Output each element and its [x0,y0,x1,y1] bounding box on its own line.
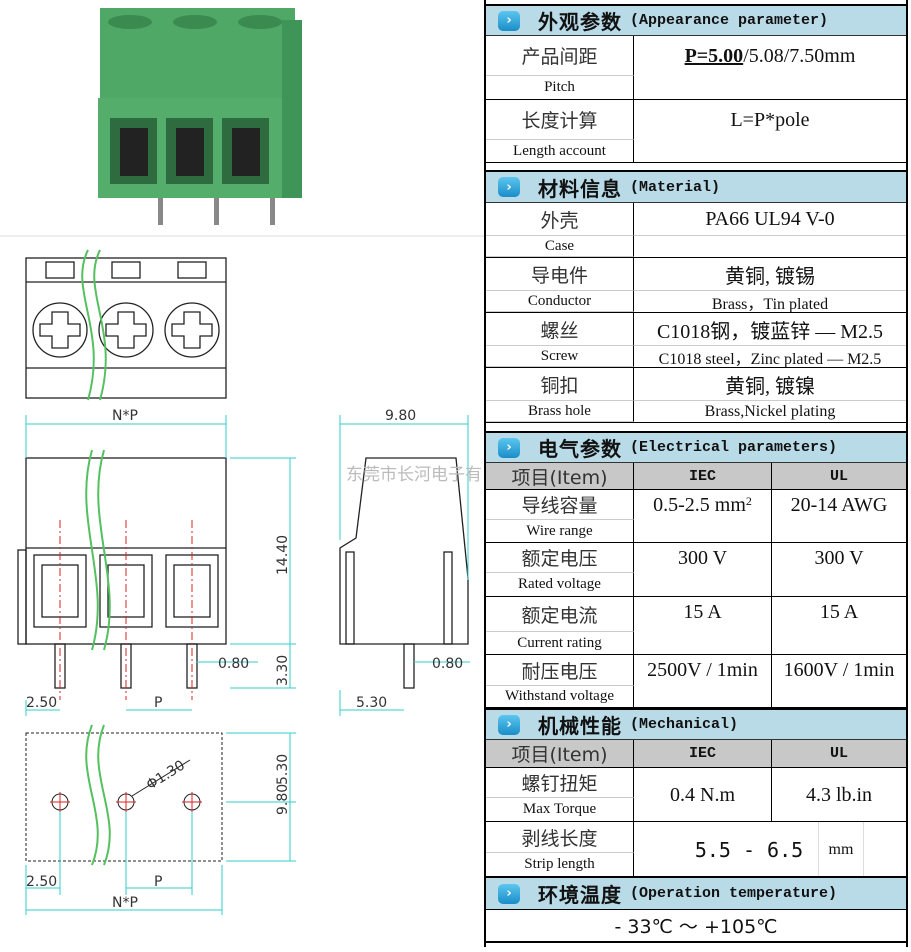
pcb-layout [25,732,223,862]
electrical-item-header: 项目(Item) [486,463,634,490]
material-label-cn: 导电件 [486,258,634,291]
electrical-ul-value: 20-14 AWG [790,494,888,516]
dim-height: 14.40 [275,535,291,575]
material-label-cn: 螺丝 [486,313,634,346]
electrical-label-en: Current rating [486,632,634,655]
side-view [339,457,469,689]
length-label-en: Length account [486,140,634,163]
section-appearance: ›外观参数(Appearance parameter) [486,4,906,36]
technical-drawing-panel: N*P 9.80 14.40 3.30 0.80 0.80 2.50 P 5.3… [0,8,484,915]
material-label-cn: 外壳 [486,203,634,236]
dim-pcb-offset: 2.50 [26,874,57,890]
material-value: PA66 UL94 V-0 [634,203,906,236]
electrical-ul-value: 15 A [819,601,859,623]
chevron-right-icon: › [498,437,520,458]
section-electrical: ›电气参数(Electrical parameters) [486,431,906,463]
electrical-iec-value: 300 V [634,543,772,597]
torque-label-cn: 螺钉扭矩 [486,768,634,798]
material-sub: Brass，Tin plated [711,295,829,313]
electrical-label-en: Withstand voltage [486,686,634,708]
dim-np: N*P [112,408,138,424]
length-value: L=P*pole [730,108,810,131]
section-temperature: ›环境温度(Operation temperature) [486,876,906,910]
strip-label-cn: 剥线长度 [486,822,634,853]
material-label-en: Screw [486,346,634,367]
dim-pin: 3.30 [275,655,291,686]
material-label-en: Case [486,236,634,257]
material-value: C1018钢，镀蓝锌 — M2.5 [634,313,906,346]
material-label-cn: 铜扣 [486,368,634,401]
torque-iec: 0.4 N.m [634,768,772,822]
dim-p: P [154,695,162,711]
dim-side-offset: 5.30 [356,695,387,711]
material-label-en: Brass hole [486,401,634,422]
section-material: ›材料信息(Material) [486,170,906,203]
dim-pin-dia: 0.80 [218,656,249,672]
torque-label-en: Max Torque [486,798,634,822]
electrical-iec-value: 2500V / 1min [634,655,772,708]
mechanical-item-header: 项目(Item) [486,740,634,768]
chevron-right-icon: › [498,883,520,904]
electrical-iec-header: IEC [634,463,772,490]
electrical-ul-value: 1600V / 1min [783,659,895,681]
watermark: 东莞市长河电子有 [346,465,482,485]
dim-pcb-np: N*P [112,895,138,911]
product-photo [98,8,302,225]
chevron-right-icon: › [498,10,520,31]
spec-table: ›外观参数(Appearance parameter) 产品间距 Pitch P… [484,0,908,947]
temperature-value: - 33℃ ～ +105℃ [486,910,906,943]
strip-label-en: Strip length [486,853,634,877]
material-sub [634,236,906,257]
top-view [25,257,227,399]
chevron-right-icon: › [498,714,520,735]
dim-hole: Φ1.30 [144,757,188,793]
mechanical-iec-header: IEC [634,740,772,768]
electrical-label-cn: 额定电压 [486,543,634,573]
section-mechanical: ›机械性能(Mechanical) [486,708,906,740]
dim-pcb-v1: 5.30 [275,754,291,785]
strip-value: 5.5 - 6.5 [694,837,804,862]
length-label-cn: 长度计算 [486,100,634,140]
material-value: 黄铜, 镀锡 [634,258,906,291]
electrical-label-en: Wire range [486,520,634,543]
pitch-value: P=5.00/5.08/7.50mm [684,44,856,67]
electrical-ul-value: 300 V [814,547,864,569]
dim-offset: 2.50 [26,695,57,711]
material-sub: Brass,Nickel plating [704,402,836,420]
electrical-label-cn: 导线容量 [486,490,634,520]
electrical-ul-header: UL [772,463,906,490]
material-value: 黄铜, 镀镍 [634,368,906,401]
pitch-label-en: Pitch [486,76,634,100]
torque-ul: 4.3 lb.in [805,783,873,806]
electrical-label-cn: 耐压电压 [486,655,634,686]
electrical-label-en: Rated voltage [486,573,634,597]
electrical-label-cn: 额定电流 [486,597,634,632]
dim-pin-dia-side: 0.80 [432,656,463,672]
material-label-en: Conductor [486,291,634,312]
material-sub: C1018 steel，Zinc plated — M2.5 [658,350,882,368]
strip-unit: mm [818,822,864,877]
dim-width: 9.80 [385,408,416,424]
chevron-right-icon: › [498,177,520,197]
front-view [17,457,227,689]
pitch-label-cn: 产品间距 [486,36,634,76]
dim-pcb-p: P [154,874,162,890]
mechanical-ul-header: UL [772,740,906,768]
electrical-iec-value: 15 A [634,597,772,655]
dim-pcb-v2: 9.80 [275,784,291,815]
